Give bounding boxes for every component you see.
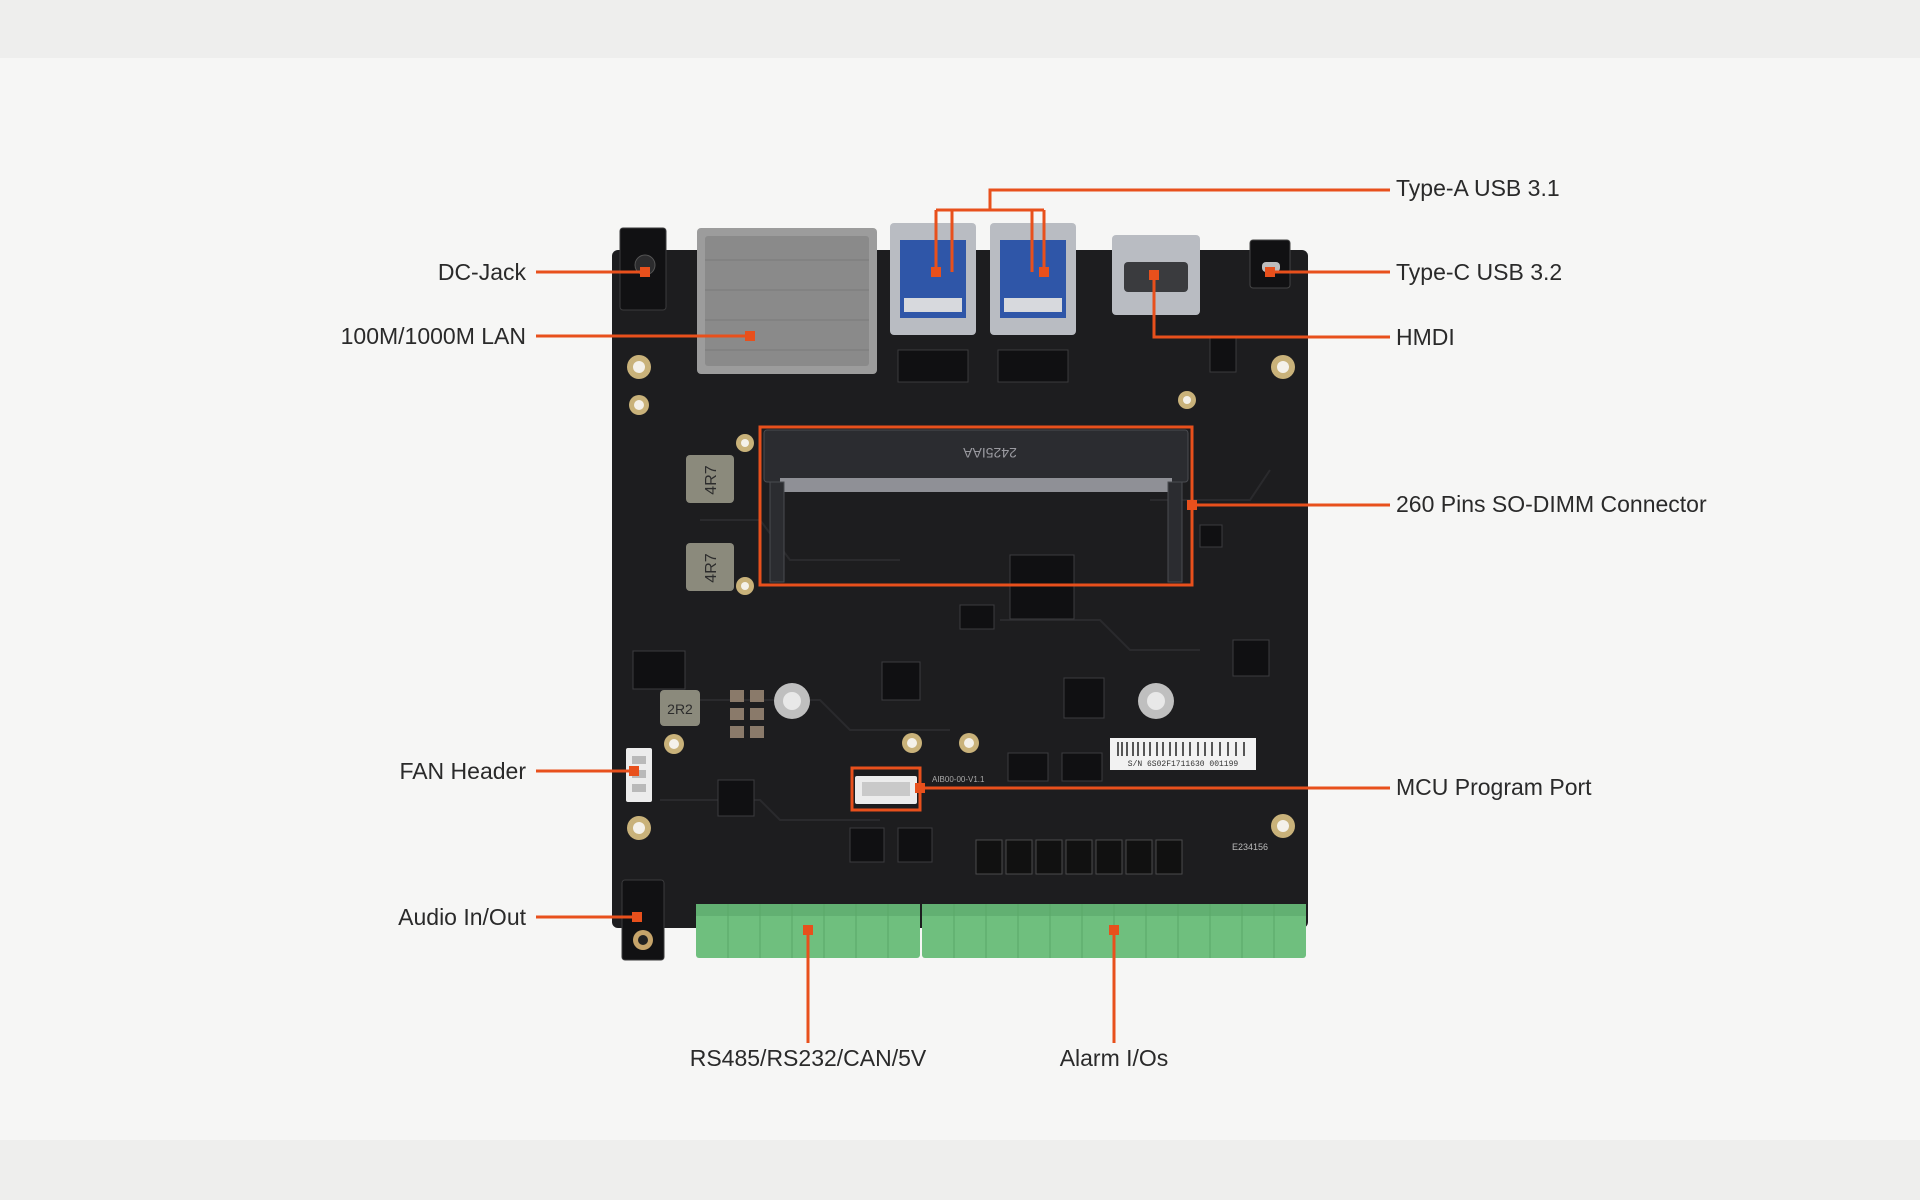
label-dc-jack: DC-Jack (437, 259, 526, 285)
sodimm-marking: 2425IAA (962, 445, 1016, 461)
inductor-2: 4R7 (686, 543, 734, 591)
alarm-relay-row (975, 839, 1183, 875)
inductor-1: 4R7 (686, 455, 734, 503)
label-rs485: RS485/RS232/CAN/5V (689, 1045, 927, 1071)
serial-number-text: S/N 6S02F1711630 001199 (1128, 760, 1239, 769)
leader-hdmi (1152, 275, 1390, 339)
inductor-3-marking: 2R2 (667, 701, 693, 717)
usb-c-port (1249, 239, 1291, 289)
smd-pads (730, 690, 764, 738)
top-band (0, 0, 1920, 58)
audio-jack (621, 879, 665, 961)
leader-lines (536, 188, 1390, 1043)
header-row-components (897, 337, 1237, 383)
mcu-program-port (855, 776, 917, 804)
mounting-holes (627, 355, 1295, 840)
label-alarm: Alarm I/Os (1059, 1045, 1169, 1071)
bottom-band (0, 1140, 1920, 1200)
label-fan-header: FAN Header (399, 758, 526, 784)
label-usb-a: Type-A USB 3.1 (1396, 175, 1560, 201)
ics (632, 524, 1270, 863)
label-usb-c: Type-C USB 3.2 (1396, 259, 1563, 285)
inductor-1-marking: 4R7 (703, 465, 720, 494)
label-mcu-port: MCU Program Port (1396, 774, 1592, 800)
inductor-2-marking: 4R7 (703, 553, 720, 582)
lan-port (697, 228, 877, 374)
label-audio: Audio In/Out (398, 904, 526, 930)
sodimm-connector: 2425IAA (763, 429, 1189, 583)
cert-marking: E234156 (1232, 842, 1268, 852)
usb-a-port-1 (890, 223, 976, 335)
leader-dots (629, 267, 1275, 935)
pcb-board: 2425IAA 4R7 4R7 2R2 (612, 223, 1308, 961)
leader-usb-a (934, 188, 1390, 272)
mcu-board-marking: AIB00-00-V1.1 (932, 775, 985, 784)
label-sodimm: 260 Pins SO-DIMM Connector (1396, 491, 1707, 517)
inductor-3: 2R2 (660, 690, 700, 726)
serial-sticker: S/N 6S02F1711630 001199 (1110, 738, 1256, 770)
label-lan: 100M/1000M LAN (340, 323, 526, 349)
label-hdmi: HMDI (1396, 324, 1455, 350)
